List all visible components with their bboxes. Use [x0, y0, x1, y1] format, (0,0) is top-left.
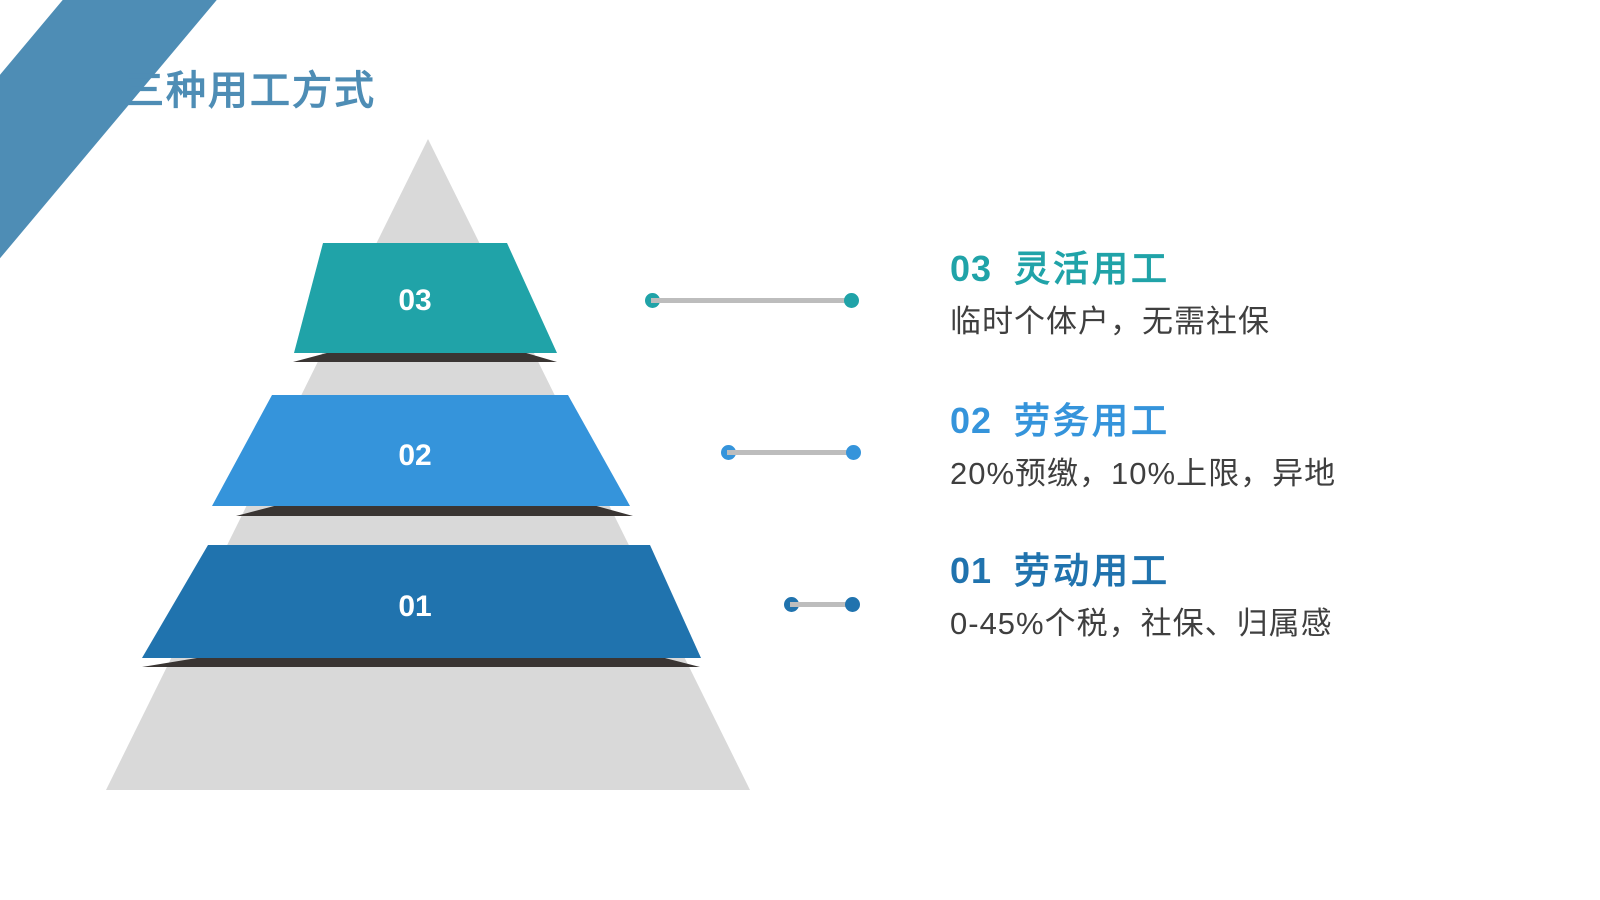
connector-02-bar	[727, 450, 855, 455]
info-heading-02: 02 劳务用工	[950, 400, 1510, 441]
info-heading-02-label: 劳务用工	[1014, 400, 1171, 441]
connector-03-bar	[651, 298, 853, 303]
connector-01-dot-right	[845, 597, 860, 612]
info-heading-03-label: 灵活用工	[1014, 248, 1171, 289]
pyramid-level-01[interactable]: 01	[142, 545, 701, 667]
info-block-02[interactable]: 02 劳务用工 20%预缴，10%上限，异地	[950, 400, 1510, 493]
connector-01-bar	[790, 602, 854, 607]
info-heading-01-label: 劳动用工	[1014, 550, 1171, 591]
pyramid-level-01-shadow	[142, 657, 700, 667]
info-desc-01: 0-45%个税，社保、归属感	[950, 606, 1333, 642]
connector-line-02	[721, 443, 861, 461]
pyramid-level-02-number: 02	[398, 439, 431, 472]
pyramid-level-01-number: 01	[398, 590, 431, 623]
pyramid-svg: 01 02 03	[106, 139, 750, 790]
page-title: 三种用工方式	[124, 69, 376, 113]
info-block-03[interactable]: 03 灵活用工 临时个体户，无需社保	[950, 248, 1510, 341]
pyramid-level-02-shadow	[236, 505, 633, 516]
info-heading-01-number: 01	[950, 550, 993, 591]
info-heading-03: 03 灵活用工	[950, 248, 1510, 289]
pyramid-level-02-face	[212, 395, 630, 506]
connector-02-dot-right	[846, 445, 861, 460]
info-heading-03-number: 03	[950, 248, 993, 289]
connector-line-03	[645, 291, 859, 309]
info-desc-03: 临时个体户，无需社保	[950, 304, 1270, 340]
info-desc-02: 20%预缴，10%上限，异地	[950, 456, 1337, 492]
pyramid-diagram: 01 02 03	[60, 110, 800, 810]
pyramid-level-02[interactable]: 02	[212, 395, 633, 516]
connector-line-01	[784, 595, 860, 613]
pyramid-level-03-number: 03	[398, 284, 431, 317]
pyramid-level-03-face	[294, 243, 557, 353]
info-heading-01: 01 劳动用工	[950, 550, 1510, 591]
info-block-01[interactable]: 01 劳动用工 0-45%个税，社保、归属感	[950, 550, 1510, 643]
info-heading-02-number: 02	[950, 400, 993, 441]
connector-03-dot-right	[844, 293, 859, 308]
pyramid-level-01-face	[142, 545, 701, 658]
pyramid-level-03[interactable]: 03	[293, 243, 557, 362]
